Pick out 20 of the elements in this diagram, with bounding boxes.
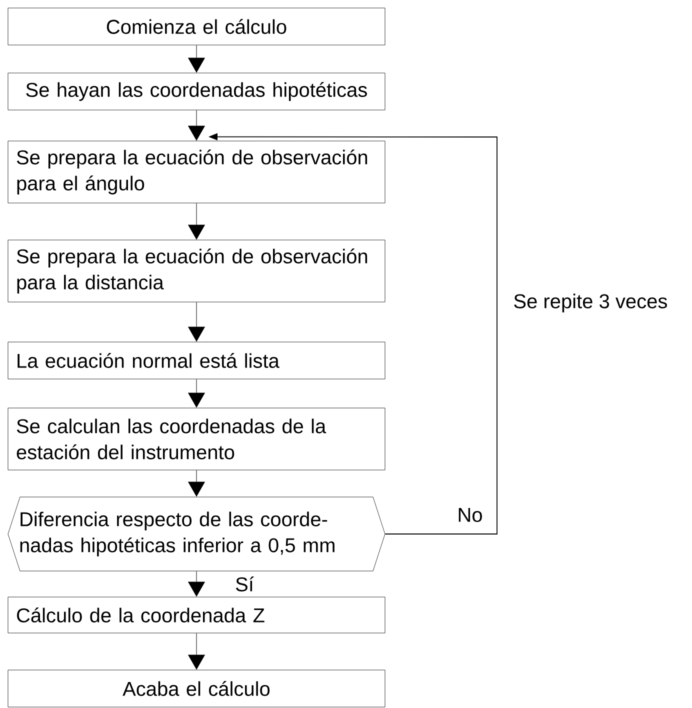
arrow [188,378,205,408]
arrow [188,302,205,342]
arrow [188,202,205,240]
process-box: Se prepara la ecuación de observación para la distancia [8,240,386,302]
arrow [188,44,205,73]
process-box: Se hayan las coordenadas hipotéticas [8,72,386,110]
note-text: Se repite 3 veces [512,292,669,314]
edge-label: No [458,508,482,522]
process-box: Comienza el cálculo [8,8,386,46]
process-box: Cálculo de la coordenada Z [8,596,386,634]
process-box: Se calculan las coordenadas de la estación del instrumento [8,408,386,470]
process-box: Se prepara la ecuación de observación para el ángulo [8,140,386,204]
process-box: La ecuación normal está lista [8,342,386,380]
edge-label: Sí [236,576,254,592]
decision-hexagon: Diferencia respecto de las coorde- nadas hipotéticas inferior a 0,5 mm [8,496,386,572]
arrow [188,110,205,141]
process-box: Acaba el cálculo [8,670,386,708]
arrow [188,470,205,497]
arrow [188,632,205,670]
arrow [188,570,205,597]
